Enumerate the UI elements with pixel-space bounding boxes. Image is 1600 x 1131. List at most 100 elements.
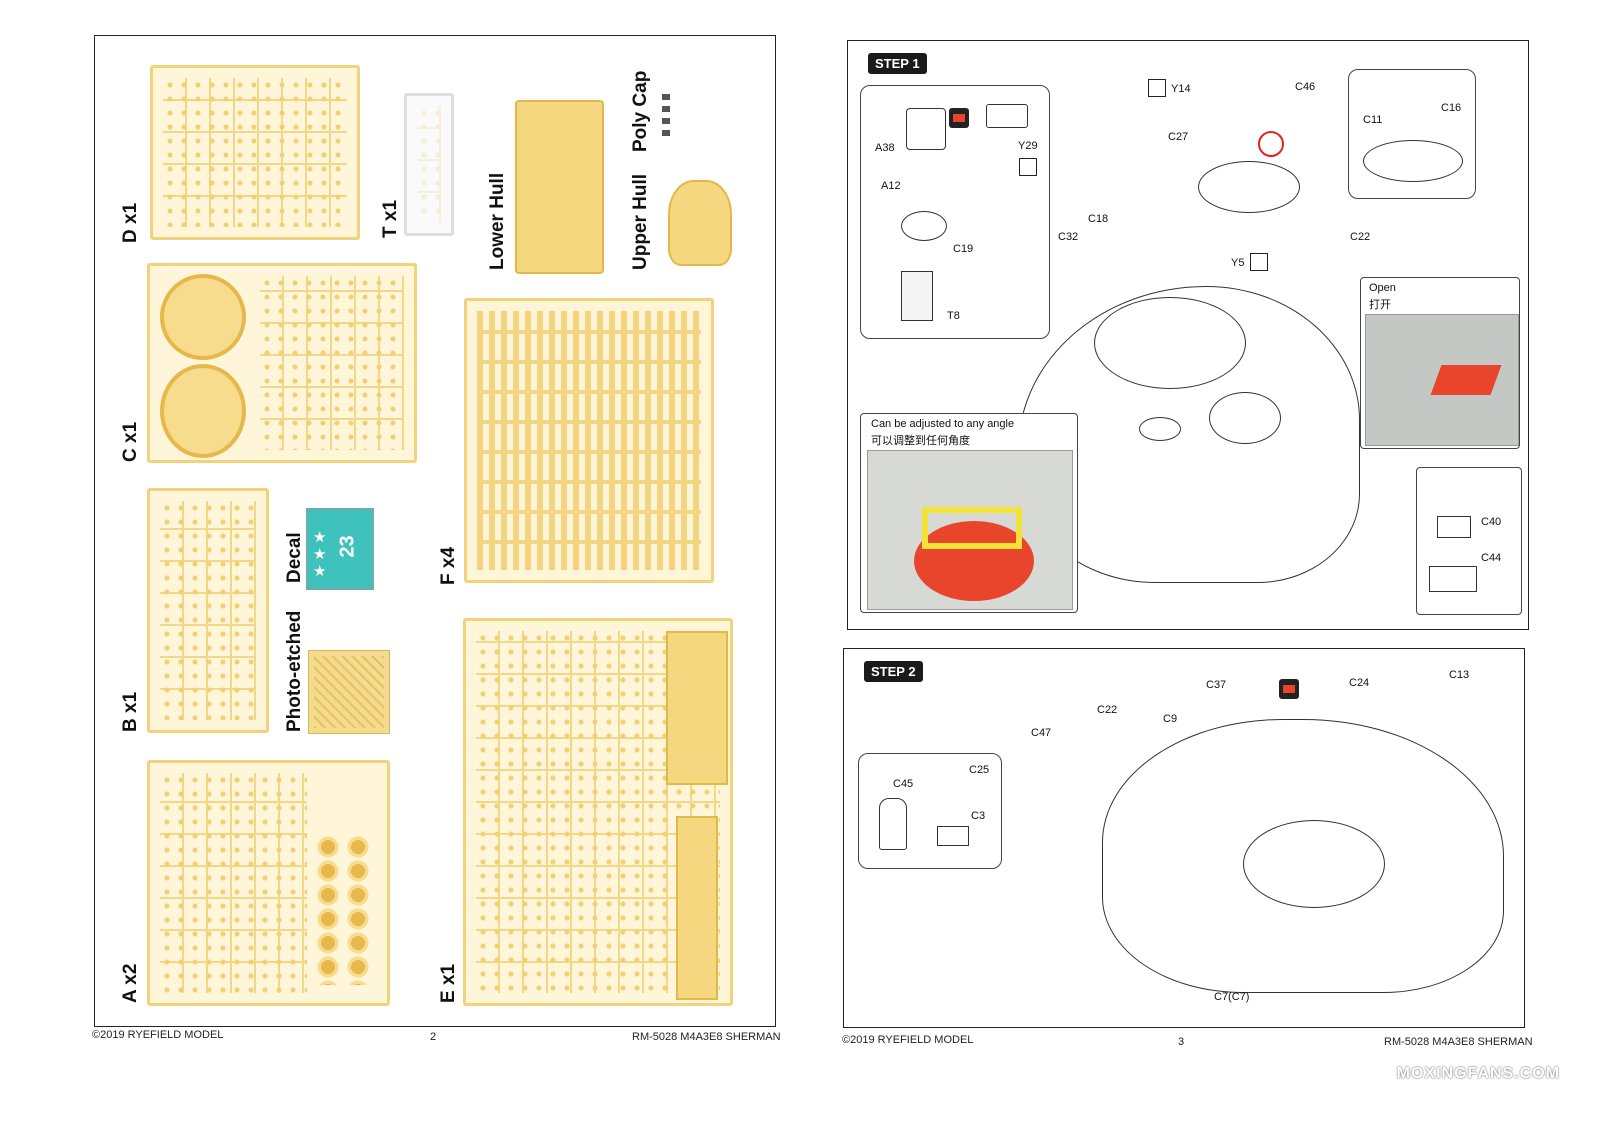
part-C47: C47 bbox=[1031, 727, 1052, 739]
step1-callout-open: Open 打开 bbox=[1360, 277, 1520, 449]
right-page: STEP 1 A38 A12 Y29 C19 T8 Y14 C46 C27 C1… bbox=[800, 0, 1600, 1131]
adjust-note-cn: 可以调整到任何角度 bbox=[871, 435, 970, 447]
part-C44: C44 bbox=[1481, 552, 1502, 564]
step1-title: STEP 1 bbox=[868, 53, 927, 74]
turret-drawing-step2 bbox=[1102, 719, 1504, 993]
part-T8: T8 bbox=[947, 310, 960, 322]
part-Y5: Y5 bbox=[1231, 257, 1245, 269]
sprue-e-label: E x1 bbox=[438, 963, 459, 1003]
turret-hatch-hole-2 bbox=[1209, 392, 1281, 444]
turret-ring-step2 bbox=[1243, 820, 1385, 908]
swap-arrows-icon bbox=[949, 108, 969, 128]
step2-callout-c45: C45 C25 C3 bbox=[858, 753, 1002, 869]
sprue-d bbox=[150, 65, 360, 240]
poly-cap-label: Poly Cap bbox=[630, 70, 651, 152]
step1-callout-c11: C11 C16 bbox=[1348, 69, 1476, 199]
step2-title: STEP 2 bbox=[864, 661, 923, 682]
photo-red-disc bbox=[914, 521, 1034, 601]
sprue-d-parts bbox=[163, 78, 347, 227]
decal-stars: ★★★ bbox=[313, 529, 327, 580]
sprue-a-wheels bbox=[313, 835, 373, 985]
open-note-cn: 打开 bbox=[1369, 299, 1391, 311]
sprue-e-rail bbox=[676, 816, 718, 1000]
c40-part bbox=[1437, 516, 1471, 538]
part-C19: C19 bbox=[953, 243, 974, 255]
lower-hull-part bbox=[515, 100, 604, 274]
photo-etched-parts bbox=[314, 656, 384, 728]
periscope-part bbox=[901, 271, 933, 321]
sprue-b bbox=[147, 488, 269, 733]
part-C18: C18 bbox=[1088, 213, 1109, 225]
part-C3: C3 bbox=[971, 810, 986, 822]
left-page: D x1 T x1 Lower Hull Poly Cap Upper Hull… bbox=[92, 35, 781, 1043]
part-C9: C9 bbox=[1163, 713, 1178, 725]
sprue-a-label: A x2 bbox=[120, 963, 141, 1003]
decal-numbers: 23 bbox=[336, 535, 359, 558]
c44-part bbox=[1429, 566, 1477, 592]
sprue-e-plate bbox=[666, 631, 728, 785]
part-Y14: Y14 bbox=[1171, 83, 1191, 95]
c45-part bbox=[879, 798, 907, 850]
open-note-en: Open bbox=[1369, 282, 1396, 294]
left-page-frame bbox=[94, 35, 776, 1027]
turret-hatch-hole-1 bbox=[1139, 417, 1181, 441]
part-C25: C25 bbox=[969, 764, 990, 776]
part-C22-step2: C22 bbox=[1097, 704, 1118, 716]
upper-hull-part bbox=[668, 180, 732, 266]
step1-callout-adjust: Can be adjusted to any angle 可以调整到任何角度 bbox=[860, 413, 1078, 613]
left-footer-copyright: ©2019 RYEFIELD MODEL bbox=[92, 1029, 224, 1041]
c3-part bbox=[937, 826, 969, 846]
sprue-c-ring-bottom bbox=[160, 364, 246, 458]
sprue-c-ring-top bbox=[160, 274, 246, 360]
adjust-note-en: Can be adjusted to any angle bbox=[871, 418, 1015, 430]
photo-etched-label: Photo-etched bbox=[284, 610, 305, 732]
sprue-a-parts bbox=[160, 773, 307, 993]
sprue-c bbox=[147, 263, 417, 463]
right-footer-page: 3 bbox=[1178, 1036, 1185, 1048]
left-footer-product: RM-5028 M4A3E8 SHERMAN bbox=[632, 1031, 781, 1043]
sprue-a bbox=[147, 760, 390, 1006]
part-C11: C11 bbox=[1363, 114, 1383, 126]
glue-icon-y5 bbox=[1250, 253, 1268, 271]
part-C32: C32 bbox=[1058, 231, 1079, 243]
part-C16: C16 bbox=[1441, 102, 1462, 114]
open-photo-red-part bbox=[1430, 365, 1502, 395]
c11-plate bbox=[1363, 140, 1463, 182]
lower-hull-label: Lower Hull bbox=[487, 172, 508, 270]
sprue-d-label: D x1 bbox=[120, 202, 141, 243]
step1-panel: STEP 1 A38 A12 Y29 C19 T8 Y14 C46 C27 C1… bbox=[847, 40, 1529, 630]
part-C40: C40 bbox=[1481, 516, 1502, 528]
sprue-f bbox=[464, 298, 714, 583]
sprue-b-label: B x1 bbox=[120, 691, 141, 732]
part-C46: C46 bbox=[1295, 81, 1316, 93]
part-C45: C45 bbox=[893, 778, 914, 790]
hatch-frame-part bbox=[906, 108, 946, 150]
part-C27: C27 bbox=[1168, 131, 1189, 143]
part-C37: C37 bbox=[1206, 679, 1227, 691]
hatch-plate-part bbox=[1198, 161, 1300, 213]
sprue-f-label: F x4 bbox=[438, 546, 459, 585]
part-C13: C13 bbox=[1449, 669, 1470, 681]
sprue-b-parts bbox=[160, 501, 256, 720]
decal-label: Decal bbox=[284, 532, 305, 583]
sprue-t-parts bbox=[417, 106, 441, 223]
watermark-logo: MOXINGFANS.COM bbox=[1396, 1065, 1560, 1082]
part-C22: C22 bbox=[1350, 231, 1371, 243]
part-C7: C7(C7) bbox=[1214, 991, 1250, 1003]
right-footer-copyright: ©2019 RYEFIELD MODEL bbox=[842, 1034, 974, 1046]
upper-hull-label: Upper Hull bbox=[630, 173, 651, 270]
swap-arrows-icon-step2 bbox=[1279, 679, 1299, 699]
sprue-e bbox=[463, 618, 733, 1006]
decal-sheet: 23 ★★★ bbox=[306, 508, 374, 590]
glue-icon-y14 bbox=[1148, 79, 1166, 97]
glue-icon bbox=[1019, 158, 1037, 176]
y29-part bbox=[986, 104, 1028, 128]
sprue-f-parts bbox=[477, 311, 701, 570]
sprue-c-label: C x1 bbox=[120, 421, 141, 462]
no-cement-icon bbox=[1258, 131, 1284, 157]
left-footer-page: 2 bbox=[430, 1031, 437, 1043]
step2-panel: STEP 2 C37 C24 C13 C22 C9 C47 C45 C25 C3… bbox=[843, 648, 1525, 1028]
part-C24: C24 bbox=[1349, 677, 1370, 689]
turret-ring bbox=[1094, 297, 1246, 389]
photo-etched-fret bbox=[308, 650, 390, 734]
